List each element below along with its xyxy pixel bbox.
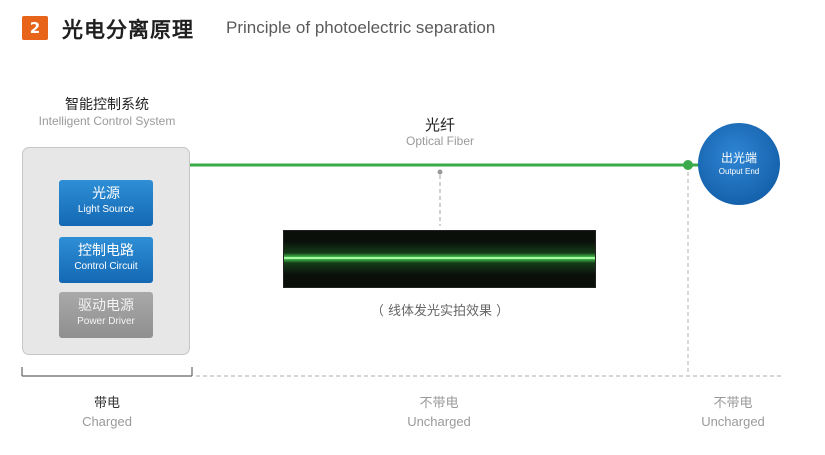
fiber-glow-photo (283, 230, 596, 288)
section-number-badge: 2 (22, 16, 48, 40)
output-end-label-cn: 出光端 (720, 151, 757, 165)
optical-fiber-line (154, 163, 688, 205)
section-title-cn: 光电分离原理 (62, 18, 194, 42)
light-source-block: 光源 Light Source (59, 180, 153, 226)
power-driver-label-en: Power Driver (77, 316, 135, 327)
zone-uncharged-mid-en: Uncharged (407, 414, 471, 429)
zone-uncharged-mid-cn: 不带电 (419, 396, 459, 411)
control-circuit-label-en: Control Circuit (74, 261, 138, 272)
control-circuit-block: 控制电路 Control Circuit (59, 237, 153, 283)
output-end-circle: 出光端 Output End (698, 123, 780, 205)
zone-charged-en: Charged (82, 414, 132, 429)
zone-charged-cn: 带电 (93, 396, 120, 411)
pointer-dot (437, 169, 443, 175)
zone-uncharged-right-cn: 不带电 (713, 396, 753, 411)
power-driver-block: 驱动电源 Power Driver (59, 292, 153, 338)
fiber-glow-core (284, 257, 595, 259)
section-title-en: Principle of photoelectric separation (226, 18, 496, 37)
output-end-label-en: Output End (718, 167, 760, 176)
control-circuit-label-cn: 控制电路 (78, 243, 134, 259)
power-driver-label-cn: 驱动电源 (78, 298, 134, 314)
zone-uncharged-right-en: Uncharged (701, 414, 765, 429)
control-system-title-cn: 智能控制系统 (65, 97, 149, 113)
light-source-label-en: Light Source (77, 204, 135, 215)
control-system-title-en: Intelligent Control System (38, 114, 176, 128)
light-source-label-cn: 光源 (92, 186, 120, 202)
optical-fiber-title-cn: 光纤 (424, 116, 455, 134)
photo-caption: （ 线体发光实拍效果 ） (370, 304, 510, 319)
optical-fiber-title-en: Optical Fiber (405, 134, 475, 148)
